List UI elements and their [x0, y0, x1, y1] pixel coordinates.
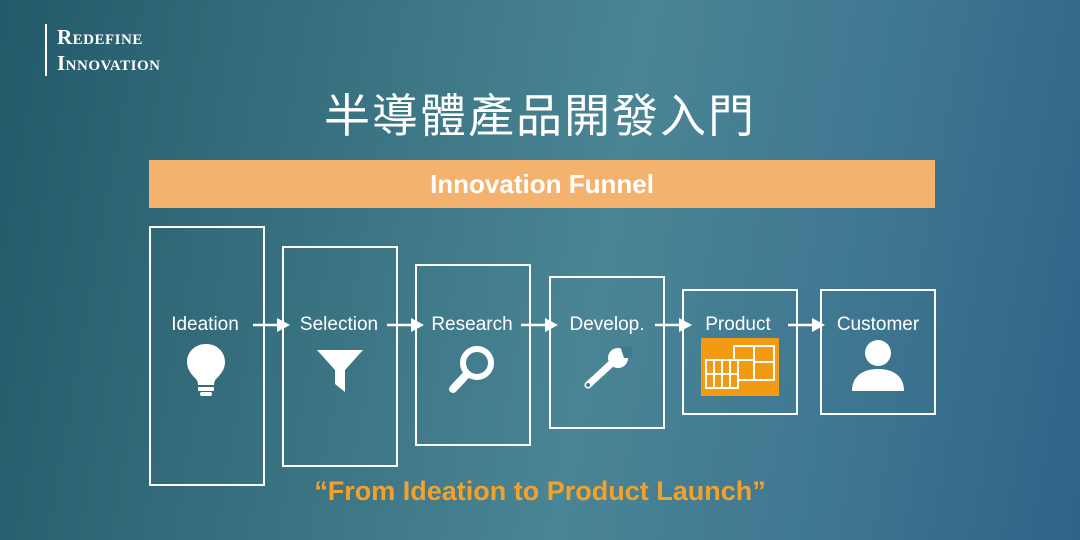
- stage-box-develop: [549, 276, 665, 429]
- stage-box-research: [415, 264, 531, 446]
- brand-logo: Redefine Innovation: [45, 24, 160, 76]
- arrow-icon: [387, 318, 424, 332]
- stage-label-develop: Develop.: [569, 314, 645, 335]
- arrow-icon: [655, 318, 692, 332]
- stage-label-product: Product: [705, 314, 771, 335]
- brand-line-2: Innovation: [57, 51, 161, 75]
- product-chip-icon: [701, 338, 779, 396]
- brand-line-1: Redefine: [57, 25, 143, 49]
- stage-label-selection: Selection: [299, 314, 379, 335]
- tagline-quote: “From Ideation to Product Launch”: [314, 476, 766, 506]
- stage-box-product: [682, 289, 798, 415]
- person-icon: [852, 340, 904, 391]
- arrow-icon: [253, 318, 290, 332]
- stage-label-research: Research: [431, 314, 513, 335]
- funnel-banner: Innovation Funnel: [149, 160, 935, 208]
- stage-box-selection: [282, 246, 398, 467]
- magnifier-icon: [449, 346, 494, 393]
- arrow-icon: [521, 318, 558, 332]
- funnel-icon: [317, 350, 363, 392]
- page-title: 半導體產品開發入門: [324, 89, 756, 143]
- arrow-icon: [788, 318, 825, 332]
- lightbulb-icon: [187, 344, 225, 396]
- stage-label-ideation: Ideation: [171, 314, 239, 335]
- stage-label-customer: Customer: [836, 314, 920, 335]
- wrench-icon: [584, 346, 632, 389]
- stage-box-ideation: [149, 226, 265, 486]
- stage-box-customer: [820, 289, 936, 415]
